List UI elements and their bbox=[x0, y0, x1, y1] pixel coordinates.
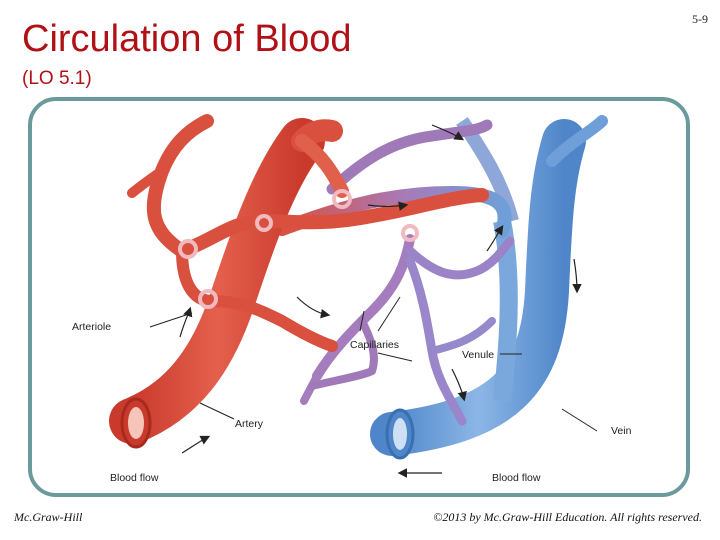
copyright-footer: ©2013 by Mc.Graw-Hill Education. All rig… bbox=[433, 510, 702, 524]
blood-flow-right-label: Blood flow bbox=[492, 472, 541, 484]
venule-label: Venule bbox=[462, 349, 494, 361]
arteriole-label: Arteriole bbox=[72, 321, 111, 333]
slide-subtitle: (LO 5.1) bbox=[22, 68, 92, 89]
vein-label: Vein bbox=[611, 425, 632, 437]
flow-arrows bbox=[179, 124, 582, 478]
slide-title: Circulation of Blood bbox=[22, 18, 352, 60]
blood-flow-left-label: Blood flow bbox=[110, 472, 159, 484]
circulation-diagram: Arteriole Capillaries Venule Artery Vein… bbox=[72, 114, 632, 484]
artery-vessel bbox=[109, 114, 489, 449]
artery-label: Artery bbox=[235, 418, 264, 430]
capillary-network bbox=[275, 119, 515, 426]
publisher-footer: Mc.Graw-Hill bbox=[14, 510, 83, 524]
slide-number: 5-9 bbox=[692, 12, 708, 26]
leader-lines bbox=[149, 296, 598, 432]
diagram-frame: Arteriole Capillaries Venule Artery Vein… bbox=[28, 97, 690, 497]
capillaries-label: Capillaries bbox=[350, 339, 399, 351]
